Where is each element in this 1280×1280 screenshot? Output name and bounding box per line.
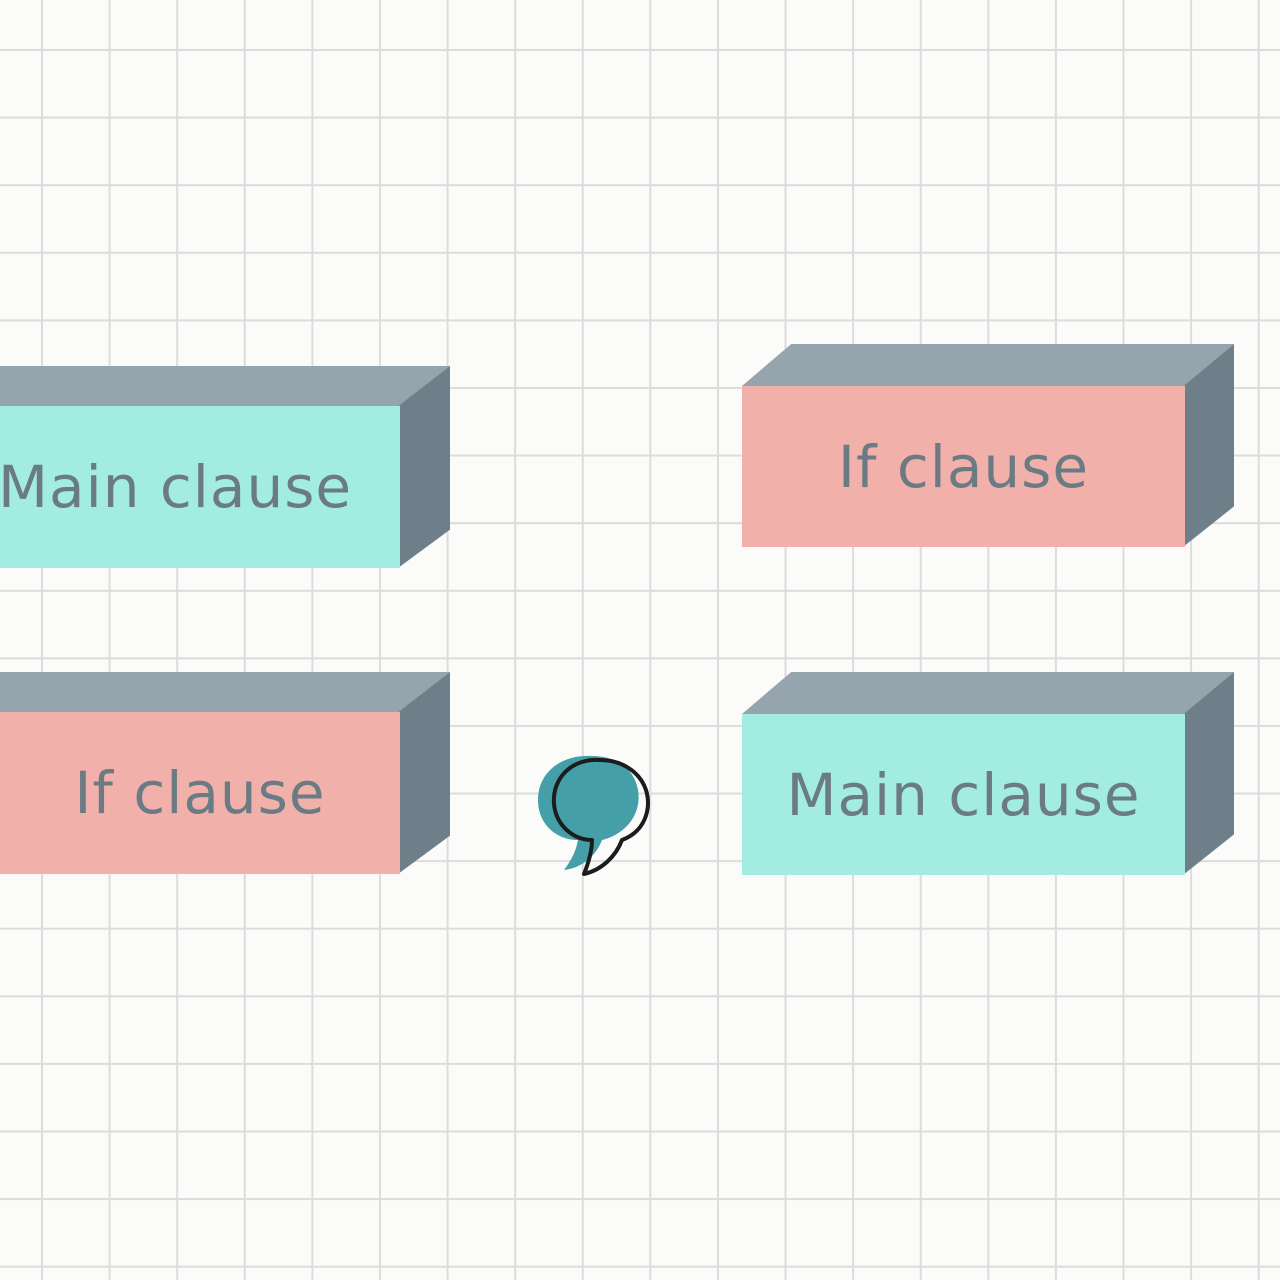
- block-front-face: Main clause: [0, 406, 400, 568]
- block-front-face: If clause: [742, 386, 1185, 547]
- block-top-face: [742, 672, 1234, 714]
- block-top-face: [0, 366, 450, 406]
- block-top-face: [0, 672, 450, 712]
- main-clause-label: Main clause: [0, 453, 353, 521]
- comma-icon: [538, 755, 650, 876]
- block-front-face: Main clause: [742, 714, 1185, 875]
- block-front-face: If clause: [0, 712, 400, 874]
- if-clause-label: If clause: [74, 759, 326, 827]
- block-side-face: [398, 672, 450, 874]
- if-clause-label: If clause: [837, 432, 1090, 501]
- block-top-face: [742, 344, 1234, 386]
- main-clause-label: Main clause: [786, 760, 1141, 829]
